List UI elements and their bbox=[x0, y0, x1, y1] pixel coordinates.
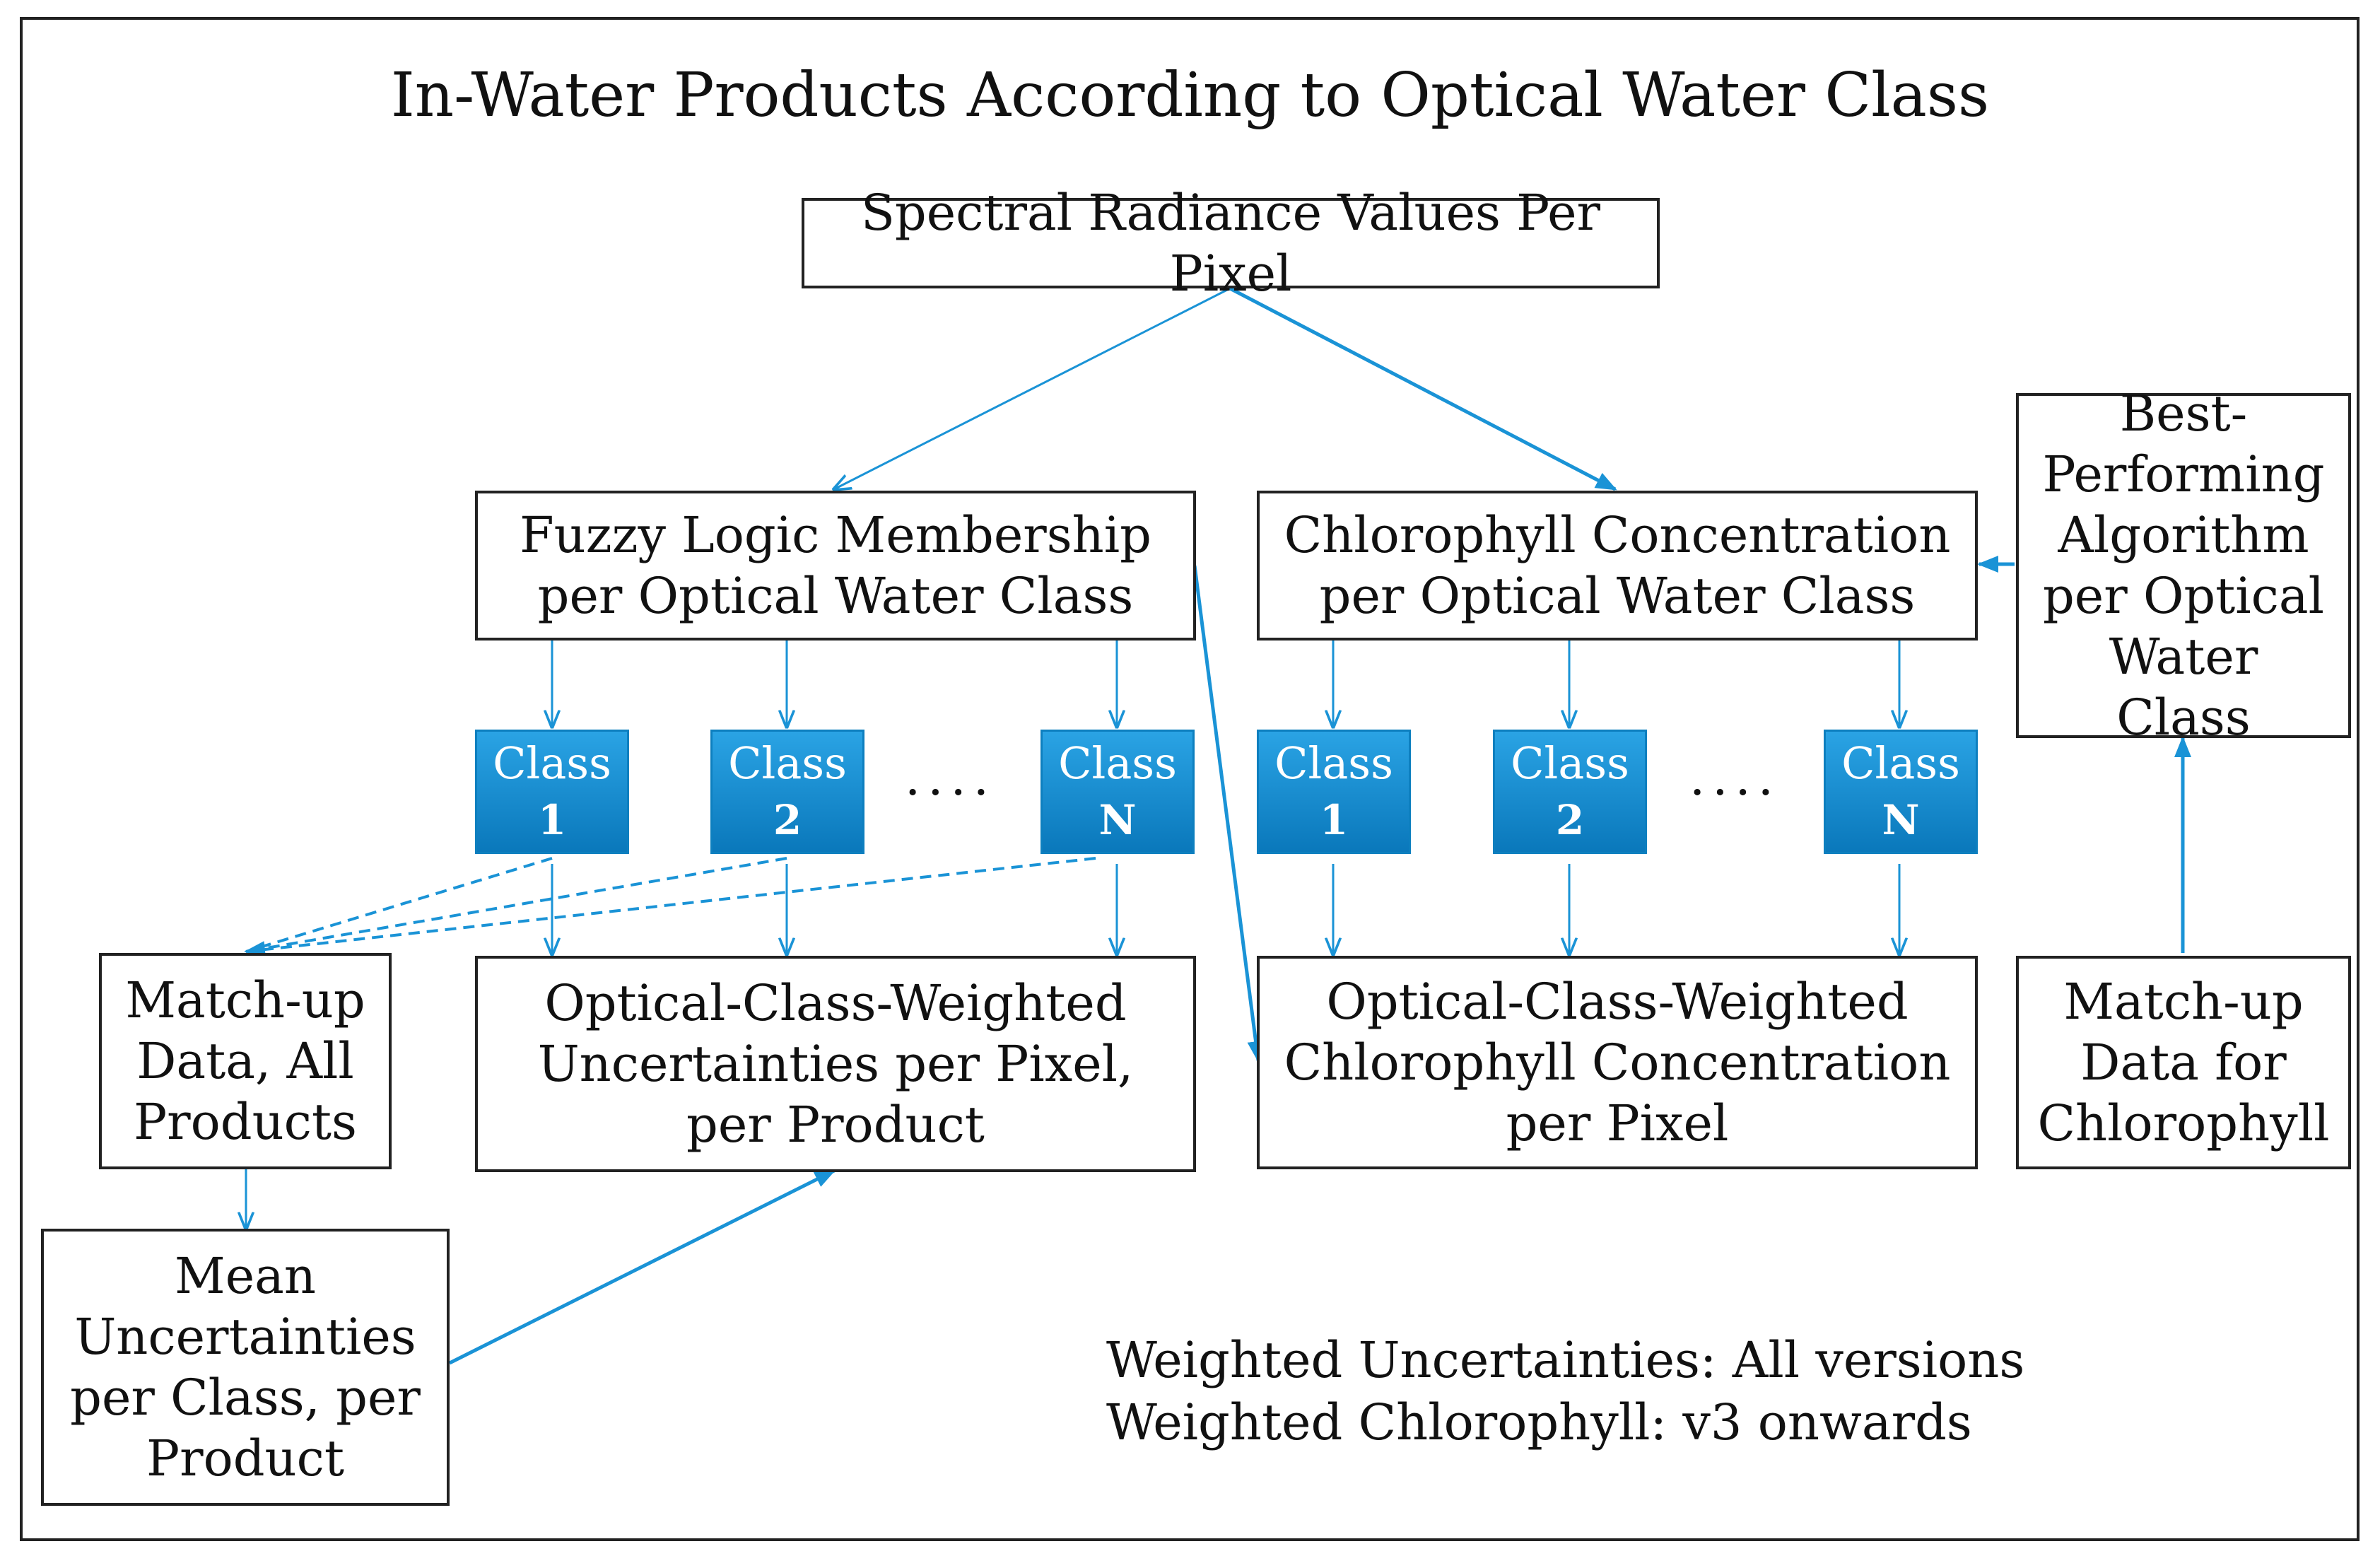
class-label: Class bbox=[1058, 737, 1177, 789]
fuzzy-membership-box: Fuzzy Logic Membership per Optical Water… bbox=[475, 491, 1196, 640]
class-label: Class bbox=[728, 737, 847, 789]
weighted-uncertainties-box: Optical-Class-Weighted Uncertainties per… bbox=[475, 956, 1196, 1172]
chlorophyll-per-class-box: Chlorophyll Concentration per Optical Wa… bbox=[1257, 491, 1978, 640]
arrow-fuzzy-to-weighted-chl bbox=[1192, 565, 1265, 1063]
class-number: N bbox=[1098, 796, 1137, 844]
note-weighted-uncertainties: Weighted Uncertainties: All versions bbox=[1106, 1331, 2025, 1389]
arrow-mean-unc-to-weighted-unc bbox=[448, 1169, 836, 1365]
dashed-class-1-to-matchup bbox=[245, 857, 553, 953]
mean-uncertainties-box: Mean Uncertainties per Class, per Produc… bbox=[41, 1229, 450, 1506]
best-algorithm-box: Best-Performing Algorithm per Optical Wa… bbox=[2016, 385, 2351, 747]
class-number: 1 bbox=[1319, 796, 1349, 844]
diagram-title: In-Water Products According to Optical W… bbox=[390, 60, 1990, 131]
fuzzy-class-n: Class N bbox=[1040, 730, 1195, 854]
chl-class-2: Class 2 bbox=[1493, 730, 1647, 854]
class-number: 2 bbox=[1555, 796, 1585, 844]
class-number: 1 bbox=[537, 796, 567, 844]
note-weighted-chlorophyll: Weighted Chlorophyll: v3 onwards bbox=[1106, 1393, 1972, 1451]
chl-class-ellipsis: .... bbox=[1689, 749, 1781, 807]
dashed-class-2-to-matchup bbox=[245, 857, 787, 953]
class-label: Class bbox=[1274, 737, 1393, 789]
class-number: 2 bbox=[773, 796, 802, 844]
fuzzy-class-2: Class 2 bbox=[710, 730, 864, 854]
class-label: Class bbox=[1511, 737, 1629, 789]
fuzzy-class-ellipsis: .... bbox=[905, 749, 997, 807]
matchup-all-products-box: Match-up Data, All Products bbox=[99, 953, 392, 1169]
diagram-frame bbox=[20, 17, 2360, 1541]
chl-class-1: Class 1 bbox=[1257, 730, 1411, 854]
class-number: N bbox=[1882, 796, 1920, 844]
version-notes: Weighted Uncertainties: All versions Wei… bbox=[1106, 1329, 2024, 1453]
dashed-class-n-to-matchup bbox=[244, 857, 1096, 958]
arrow-spectral-to-chl bbox=[1229, 286, 1617, 491]
class-label: Class bbox=[493, 737, 611, 789]
weighted-chlorophyll-box: Optical-Class-Weighted Chlorophyll Conce… bbox=[1257, 956, 1978, 1169]
spectral-radiance-box: Spectral Radiance Values Per Pixel bbox=[802, 184, 1660, 303]
class-label: Class bbox=[1841, 737, 1960, 789]
matchup-chlorophyll-box: Match-up Data for Chlorophyll bbox=[2016, 956, 2351, 1169]
arrow-spectral-to-fuzzy bbox=[834, 287, 1231, 489]
chl-class-n: Class N bbox=[1824, 730, 1978, 854]
fuzzy-class-1: Class 1 bbox=[475, 730, 629, 854]
